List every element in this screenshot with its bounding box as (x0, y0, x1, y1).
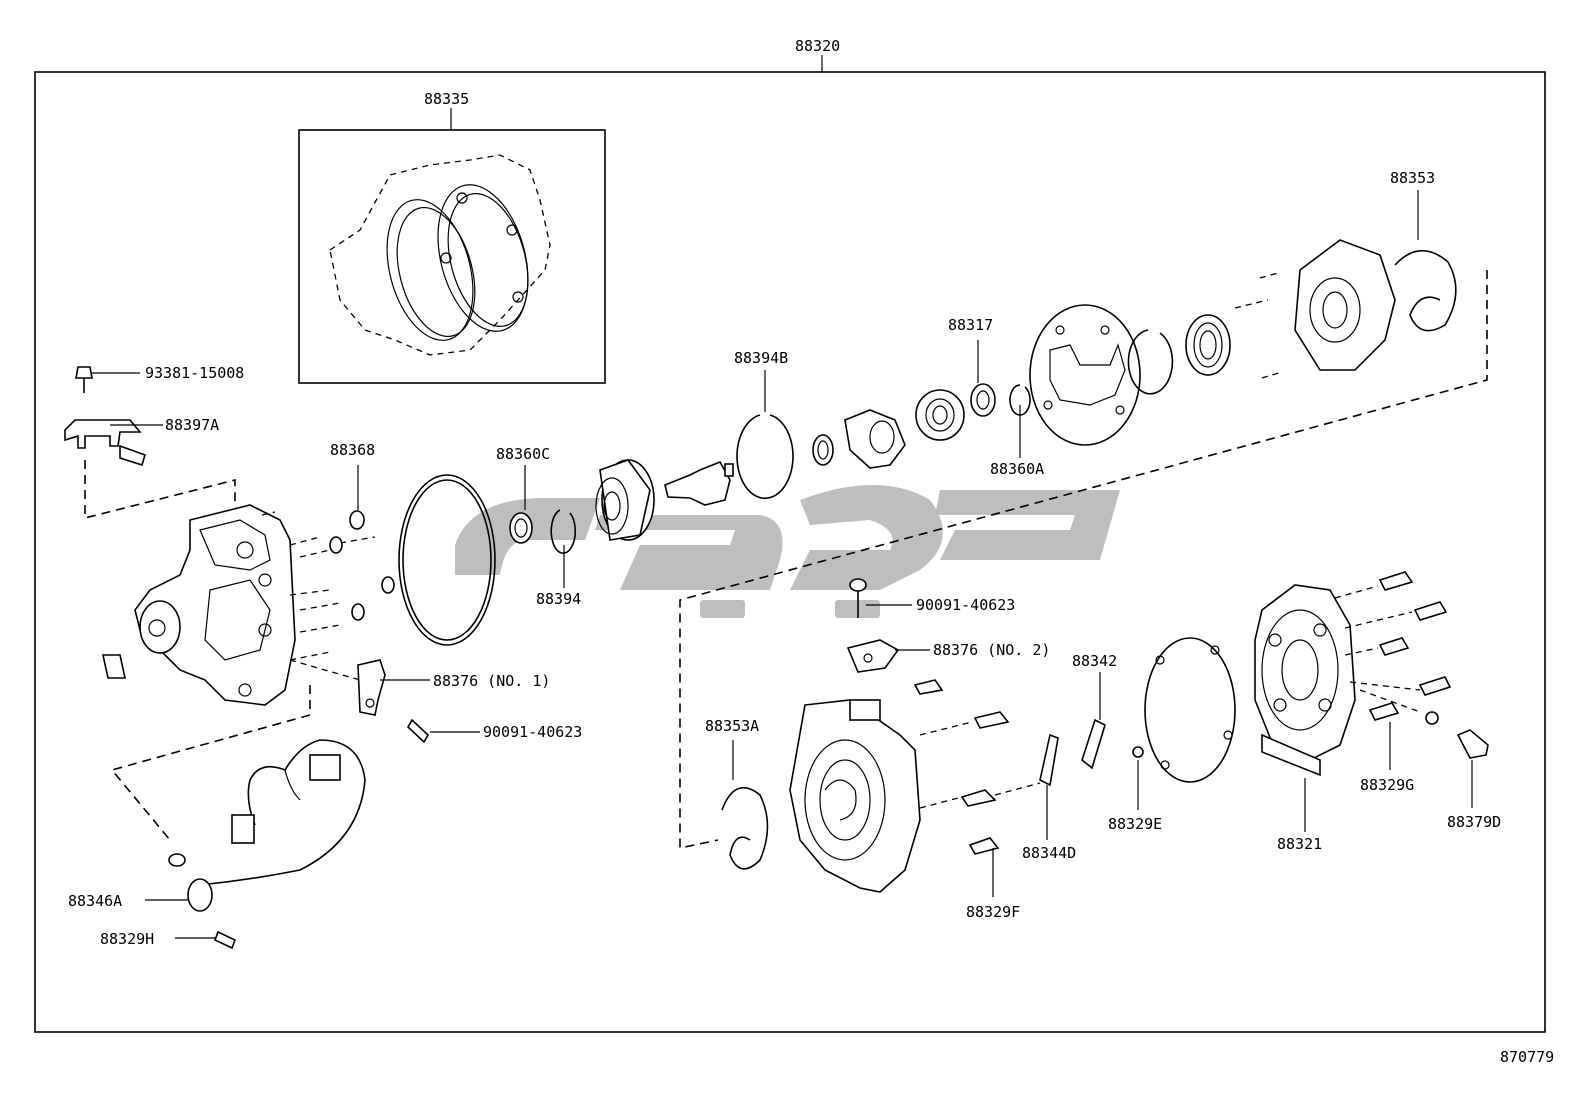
bearing-illustration (595, 459, 655, 541)
rear-cover-illustration (1234, 239, 1396, 379)
label-bolt-93381: 93381-15008 (145, 364, 244, 382)
rear-plate-88321 (1254, 584, 1356, 832)
label-screw-lower: 90091-40623 (483, 723, 582, 741)
label-88394: 88394 (536, 590, 581, 608)
label-88353: 88353 (1390, 169, 1435, 187)
spring-88353A (721, 740, 769, 870)
housing-bolts (913, 679, 1041, 897)
ring-88360C (509, 465, 533, 544)
label-diagram-number: 870779 (1500, 1048, 1554, 1066)
label-88321: 88321 (1277, 835, 1322, 853)
label-88329G: 88329G (1360, 776, 1414, 794)
cam-illustration (844, 409, 906, 469)
needle-bearing (1185, 314, 1231, 376)
seal-kit-frame (298, 129, 606, 384)
screw-90091-lower (406, 718, 480, 744)
snap-ring-right (1127, 329, 1174, 395)
label-88360C: 88360C (496, 445, 550, 463)
label-88346A: 88346A (68, 892, 122, 910)
seal-kit-illustration (329, 154, 551, 356)
housing-pins (261, 465, 395, 661)
gasket-plate (1029, 304, 1141, 446)
assembly-dashed-guide (679, 270, 1488, 849)
gasket-lower (1144, 637, 1236, 783)
rear-plate-bolts (1334, 571, 1452, 770)
harness-88346A (110, 685, 366, 950)
label-88379D: 88379D (1447, 813, 1501, 831)
label-88329F: 88329F (966, 903, 1020, 921)
spring-88353 (1394, 190, 1457, 332)
bracket-88397A-illustration (64, 419, 236, 520)
bearing-2-illustration (915, 389, 965, 441)
label-88329H: 88329H (100, 930, 154, 948)
center-housing-illustration (789, 699, 921, 893)
ring-88360A (1009, 384, 1031, 458)
bolt-93381-illustration (75, 366, 140, 393)
ring-88394B (736, 370, 834, 500)
label-88368: 88368 (330, 441, 375, 459)
label-88376-no1: 88376 (NO. 1) (433, 672, 550, 690)
front-housing-illustration (102, 504, 296, 706)
o-ring-large (398, 474, 496, 646)
cam-plate-88376-no1 (289, 659, 430, 716)
label-88394B: 88394B (734, 349, 788, 367)
label-seal-kit: 88335 (424, 90, 469, 108)
label-88342: 88342 (1072, 652, 1117, 670)
label-assembly: 88320 (795, 37, 840, 55)
label-bracket-88397A: 88397A (165, 416, 219, 434)
label-88344D: 88344D (1022, 844, 1076, 862)
label-88360A: 88360A (990, 460, 1044, 478)
assembly-frame (34, 71, 1546, 1033)
label-88317: 88317 (948, 316, 993, 334)
ring-88394 (550, 509, 577, 588)
link-88344D (1039, 733, 1059, 840)
shaft-illustration (664, 460, 734, 506)
link-88342 (1081, 672, 1106, 770)
washer-88317 (970, 340, 996, 417)
label-screw-upper: 90091-40623 (916, 596, 1015, 614)
label-88376-no2: 88376 (NO. 2) (933, 641, 1050, 659)
valve-88379D (1456, 729, 1489, 808)
screw-90091-upper (849, 578, 912, 618)
label-88353A: 88353A (705, 717, 759, 735)
label-88329E: 88329E (1108, 815, 1162, 833)
screw-88329E (1132, 746, 1144, 810)
cam-plate-88376-no2 (846, 639, 930, 673)
